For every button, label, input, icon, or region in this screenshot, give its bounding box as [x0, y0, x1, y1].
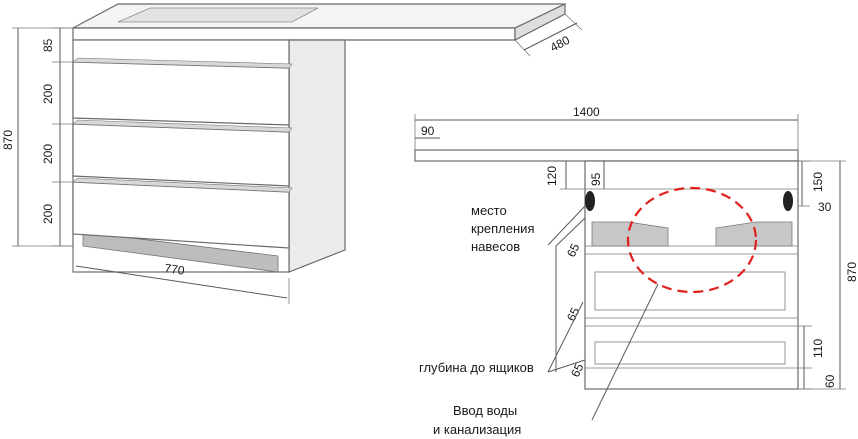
sink-recess — [117, 7, 319, 23]
cabinet-side-panel — [288, 39, 346, 273]
dim-drawer-3-200: 200 — [41, 204, 55, 224]
label-inlet-line-1: Ввод воды — [453, 403, 517, 418]
drawer-front-1-top — [72, 57, 293, 69]
cabinet-section-view: 1400 90 150 30 870 — [414, 105, 858, 437]
hinge-point-left — [585, 191, 595, 211]
dim-top-85: 85 — [41, 38, 55, 52]
label-mount-line-1: место — [471, 203, 507, 218]
label-mount-line-2: крепления — [471, 221, 534, 236]
label-inlet-line-2: и канализация — [433, 422, 521, 437]
drawer-front-2-top — [72, 119, 293, 133]
dim-right-height-870: 870 — [845, 262, 858, 282]
mounting-bracket-left — [591, 221, 669, 247]
dim-95: 95 — [589, 172, 603, 186]
dim-width-770: 770 — [164, 261, 186, 278]
dim-60: 60 — [823, 374, 837, 388]
dim-offset-90: 90 — [421, 124, 435, 138]
dim-30: 30 — [818, 200, 832, 214]
countertop-section — [414, 149, 799, 162]
dim-110: 110 — [811, 339, 825, 358]
countertop-front-edge — [72, 27, 516, 41]
drawer-front-3-top — [72, 177, 293, 193]
dim-65-b: 65 — [564, 305, 582, 323]
dim-65-a: 65 — [564, 241, 582, 259]
dim-total-width-1400: 1400 — [573, 105, 600, 119]
cabinet-plinth — [82, 231, 279, 273]
dim-total-height-870: 870 — [1, 130, 15, 150]
dim-drawer-2-200: 200 — [41, 144, 55, 164]
hinge-point-right — [783, 191, 793, 211]
mounting-bracket-right — [715, 221, 793, 247]
cabinet-body-section — [584, 160, 799, 390]
drawer-front-2 — [72, 123, 290, 187]
dim-drawer-1-200: 200 — [41, 84, 55, 104]
dim-65-c: 65 — [568, 361, 586, 379]
water-inlet-zone — [626, 186, 758, 294]
dim-120: 120 — [545, 166, 559, 186]
cabinet-3d-view: 85 200 200 200 870 770 480 — [1, 3, 583, 304]
dim-150: 150 — [811, 172, 825, 192]
label-depth-to-drawers: глубина до ящиков — [419, 360, 534, 375]
label-mount-line-3: навесов — [471, 239, 520, 254]
drawer-handle-1 — [594, 271, 786, 311]
drawer-handle-2 — [594, 341, 786, 365]
drawer-front-1 — [72, 61, 290, 126]
